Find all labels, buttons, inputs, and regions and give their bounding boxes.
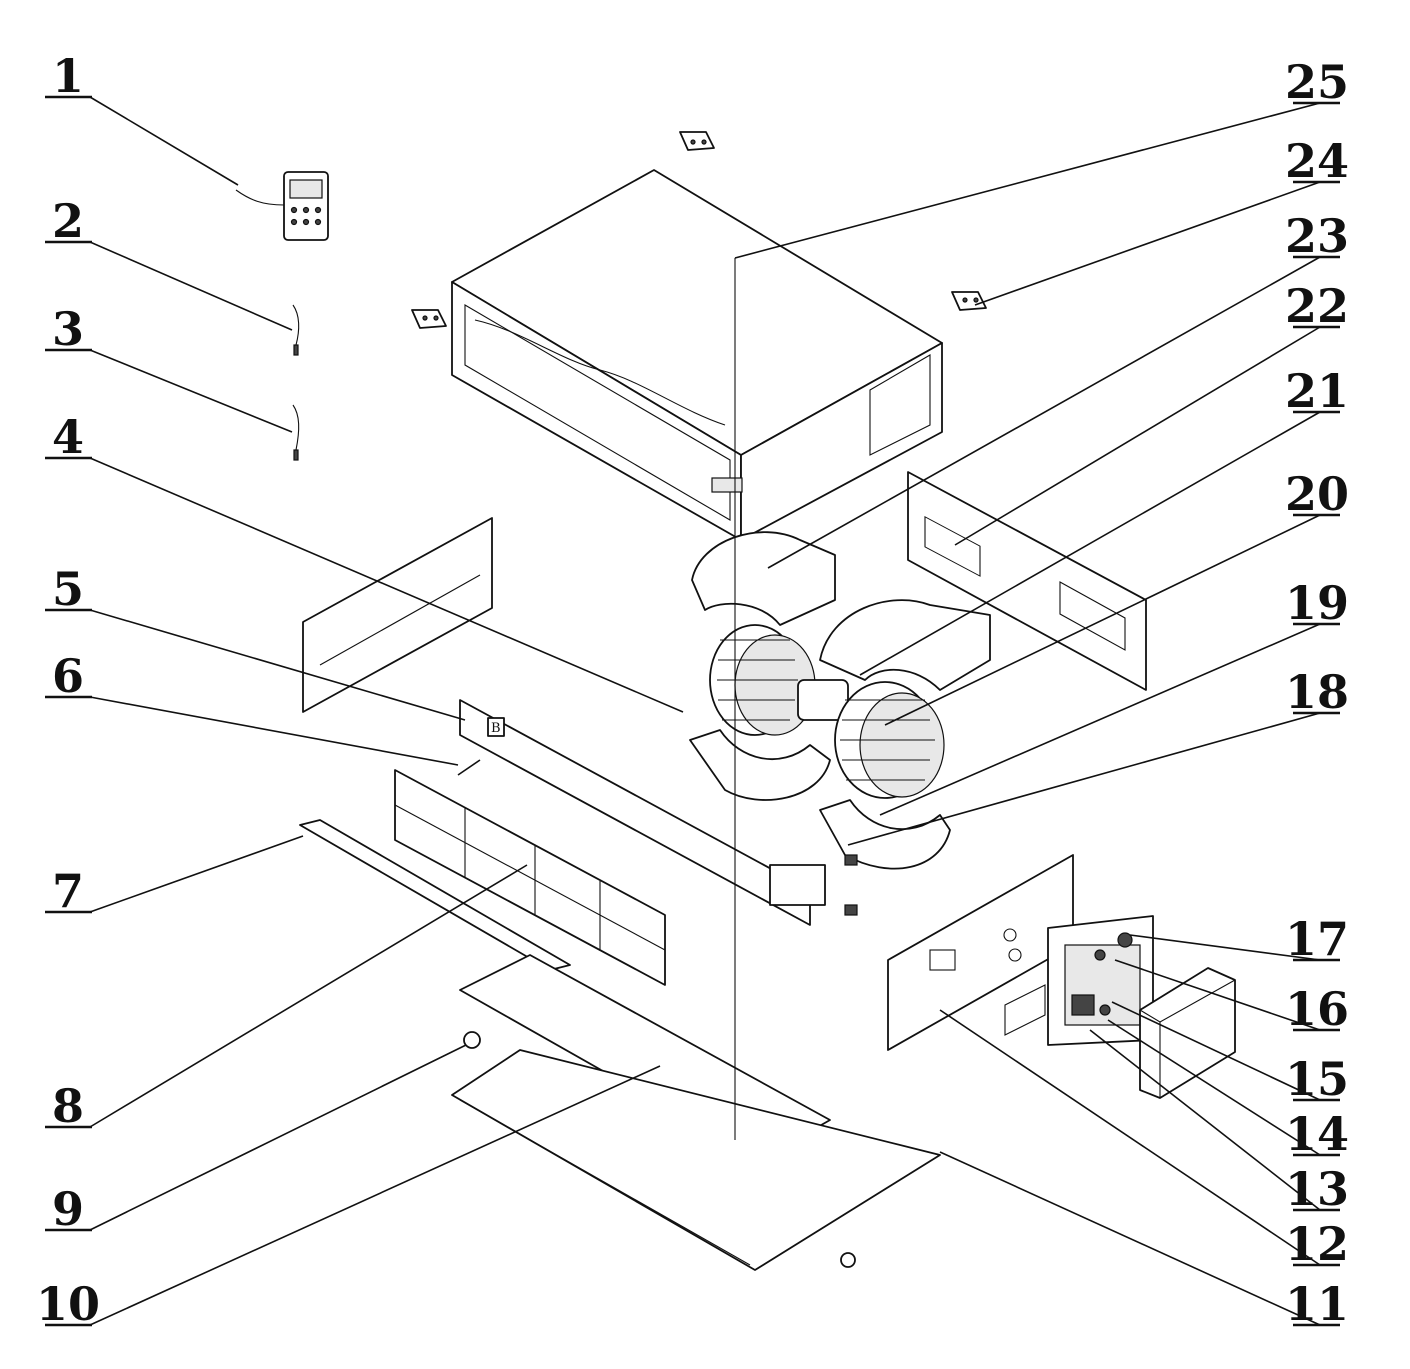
callout-17-number: 17 xyxy=(1285,912,1349,966)
callout-9: 9 xyxy=(45,1182,92,1236)
callout-24: 24 xyxy=(1285,134,1349,188)
drain-fitting xyxy=(463,1031,856,1268)
callout-1: 1 xyxy=(45,49,92,103)
blower-wheel-right xyxy=(834,681,945,799)
callout-21-number: 21 xyxy=(1285,364,1349,418)
fan-housing-upper-right xyxy=(819,599,991,691)
side-panel xyxy=(302,517,493,713)
parts-drawing: B xyxy=(235,131,1236,1271)
callout-1-number: 1 xyxy=(52,49,84,103)
callout-19: 19 xyxy=(1285,576,1349,630)
callout-17: 17 xyxy=(1285,912,1349,966)
callout-25: 25 xyxy=(1285,55,1349,109)
callout-13: 13 xyxy=(1285,1162,1349,1216)
callout-8: 8 xyxy=(45,1079,92,1133)
callout-2: 2 xyxy=(45,194,92,248)
callout-14-number: 14 xyxy=(1285,1107,1349,1161)
control-board xyxy=(1047,915,1154,1046)
callout-23: 23 xyxy=(1285,209,1349,263)
fan-housing-upper-left xyxy=(691,531,836,626)
callout-18-number: 18 xyxy=(1285,665,1349,719)
callout-4-number: 4 xyxy=(52,410,84,464)
callout-11-number: 11 xyxy=(1285,1277,1349,1331)
callout-20: 20 xyxy=(1285,467,1349,521)
callout-19-number: 19 xyxy=(1285,576,1349,630)
electrical-box-panel xyxy=(887,854,1074,1051)
callout-10-number: 10 xyxy=(36,1277,100,1331)
callout-21: 21 xyxy=(1285,364,1349,418)
callout-16-number: 16 xyxy=(1285,982,1349,1036)
callout-24-number: 24 xyxy=(1285,134,1349,188)
callout-10: 10 xyxy=(36,1277,100,1331)
callout-12: 12 xyxy=(1285,1217,1349,1271)
callout-13-number: 13 xyxy=(1285,1162,1349,1216)
callout-3-number: 3 xyxy=(52,302,84,356)
callout-6: 6 xyxy=(45,649,92,703)
callout-22: 22 xyxy=(1285,279,1349,333)
callout-11: 11 xyxy=(1285,1277,1349,1331)
blower-wheel-left xyxy=(709,624,816,736)
callout-23-number: 23 xyxy=(1285,209,1349,263)
fan-housing-lower-left xyxy=(689,729,831,801)
leader-lines xyxy=(89,96,1321,1326)
callout-6-number: 6 xyxy=(52,649,84,703)
callout-4: 4 xyxy=(45,410,92,464)
callout-2-number: 2 xyxy=(52,194,84,248)
filter-frame xyxy=(394,769,666,986)
temperature-sensor-2 xyxy=(292,304,300,356)
callout-7-number: 7 xyxy=(52,864,84,918)
top-housing xyxy=(451,169,943,541)
callout-5: 5 xyxy=(45,562,92,616)
drain-rail xyxy=(299,819,571,971)
callout-22-number: 22 xyxy=(1285,279,1349,333)
callout-7: 7 xyxy=(45,864,92,918)
front-bar: B xyxy=(457,699,811,926)
callout-5-number: 5 xyxy=(52,562,84,616)
wired-controller xyxy=(235,171,329,241)
callout-20-number: 20 xyxy=(1285,467,1349,521)
mounting-bracket-right xyxy=(951,291,987,311)
callout-9-number: 9 xyxy=(52,1182,84,1236)
callout-18: 18 xyxy=(1285,665,1349,719)
callout-15: 15 xyxy=(1285,1052,1349,1106)
callout-15-number: 15 xyxy=(1285,1052,1349,1106)
callout-12-number: 12 xyxy=(1285,1217,1349,1271)
electrical-box-cover xyxy=(1139,967,1236,1099)
mounting-bracket-left xyxy=(411,309,447,329)
mounting-bracket-top xyxy=(679,131,715,151)
callout-labels: 1 2 3 4 5 6 7 8 xyxy=(36,49,1349,1331)
callout-14: 14 xyxy=(1285,1107,1349,1161)
callout-25-number: 25 xyxy=(1285,55,1349,109)
inset-label-b: B xyxy=(491,721,501,736)
callout-3: 3 xyxy=(45,302,92,356)
callout-8-number: 8 xyxy=(52,1079,84,1133)
temperature-sensor-3 xyxy=(292,404,300,461)
motor-capacitor xyxy=(769,854,858,916)
callout-16: 16 xyxy=(1285,982,1349,1036)
